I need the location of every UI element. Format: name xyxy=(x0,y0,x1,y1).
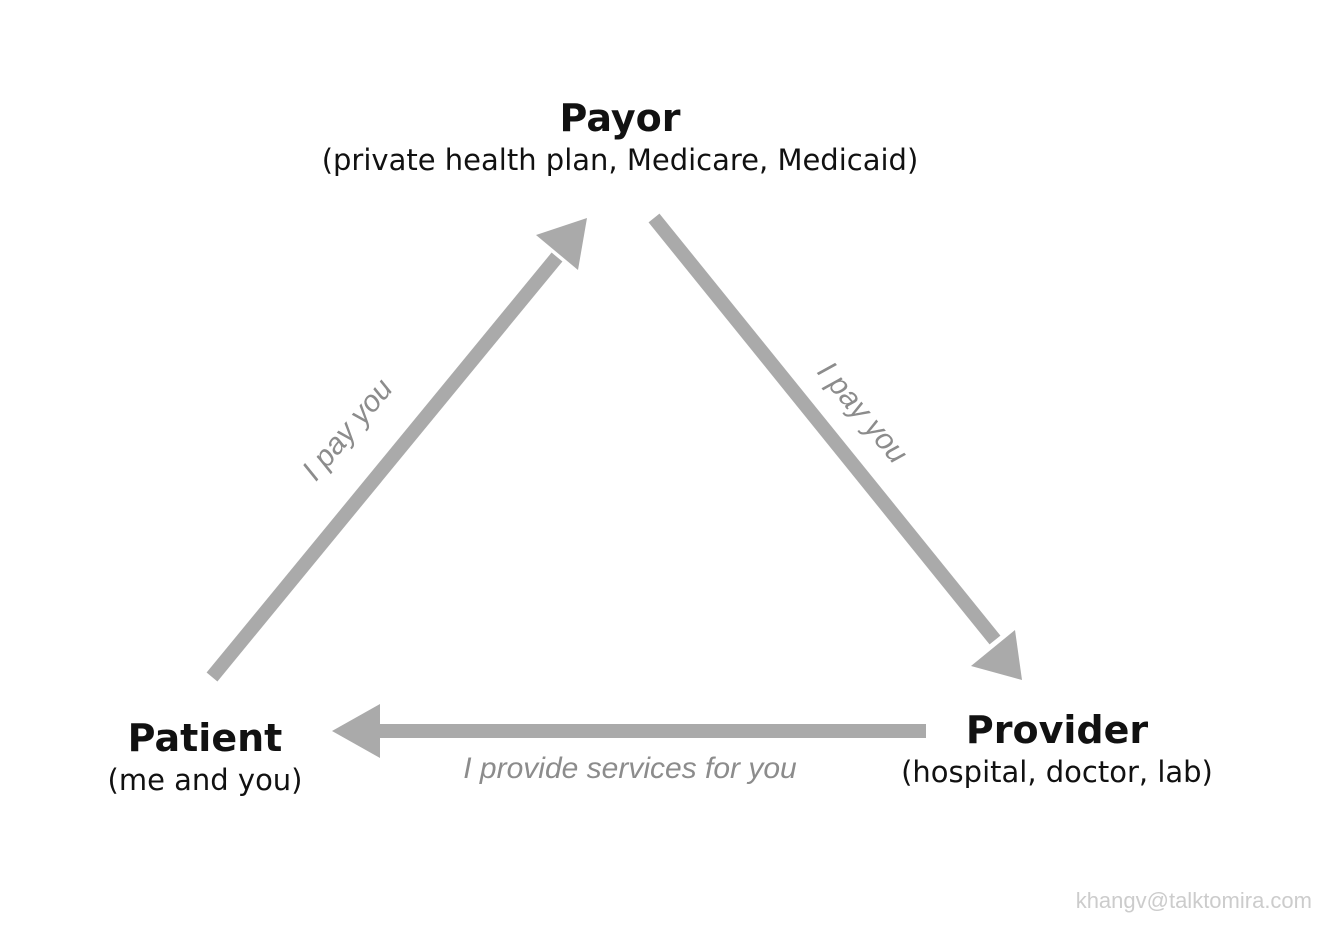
node-patient: Patient (me and you) xyxy=(55,716,355,800)
patient-subtitle: (me and you) xyxy=(107,763,303,797)
payor-subtitle: (private health plan, Medicare, Medicaid… xyxy=(321,143,919,177)
arrow-provider-to-patient xyxy=(332,704,926,758)
node-provider: Provider (hospital, doctor, lab) xyxy=(857,708,1257,792)
patient-title: Patient xyxy=(127,716,283,760)
edge-label-provider-to-patient: I provide services for you xyxy=(463,752,797,785)
provider-subtitle: (hospital, doctor, lab) xyxy=(901,755,1213,789)
arrow-patient-to-payor xyxy=(206,218,587,682)
payor-title: Payor xyxy=(559,96,681,140)
node-payor: Payor (private health plan, Medicare, Me… xyxy=(270,96,970,180)
arrow-payor-to-provider xyxy=(648,213,1022,680)
watermark-text: khangv@talktomira.com xyxy=(1075,888,1312,913)
provider-title: Provider xyxy=(965,708,1149,752)
